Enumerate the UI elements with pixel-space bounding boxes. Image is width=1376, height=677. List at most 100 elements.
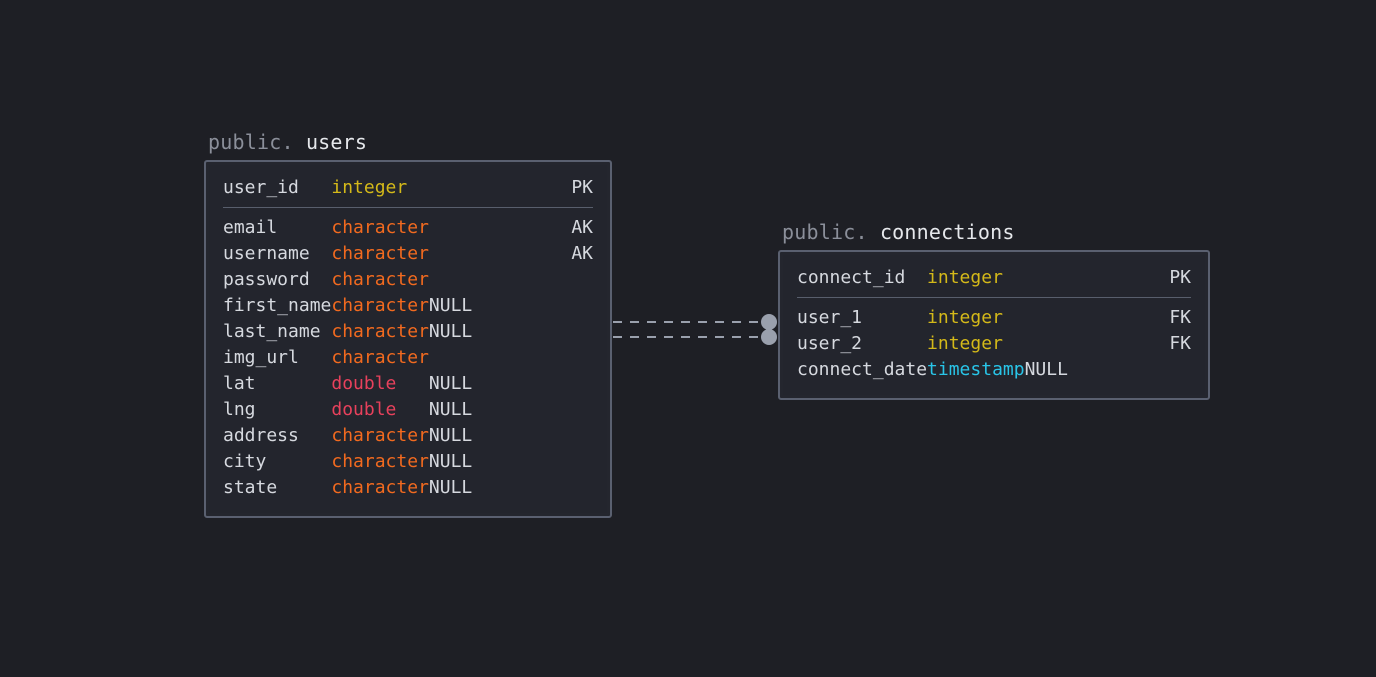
column-type: character	[331, 451, 429, 472]
relationship-users-to-connections-user_2[interactable]	[613, 329, 777, 345]
column-key	[571, 293, 593, 319]
table-row[interactable]: lng double NULL	[223, 397, 593, 423]
column-key	[571, 319, 593, 345]
column-name: city	[223, 451, 267, 472]
table-row[interactable]: username character AK	[223, 241, 593, 267]
table-row[interactable]: state character NULL	[223, 475, 593, 501]
column-type: timestamp	[927, 359, 1025, 380]
column-nullable: NULL	[428, 451, 473, 472]
table-row[interactable]: img_url character	[223, 345, 593, 371]
column-key	[1169, 357, 1191, 383]
column-nullable: NULL	[428, 295, 473, 316]
column-key	[571, 267, 593, 293]
column-key: PK	[1169, 267, 1191, 288]
separator-line	[797, 297, 1191, 298]
column-nullable	[1025, 331, 1170, 357]
column-nullable	[429, 175, 571, 207]
column-nullable	[429, 241, 571, 267]
table-row[interactable]: last_name character NULL	[223, 319, 593, 345]
column-name: connect_date	[797, 359, 928, 380]
column-type: character	[331, 347, 429, 368]
column-key	[571, 371, 593, 397]
entity-users-box: user_id integer PK email character	[204, 160, 612, 518]
column-nullable: NULL	[1024, 359, 1068, 380]
column-type: character	[331, 425, 429, 446]
column-type: integer	[927, 333, 1003, 354]
relationship-endpoint-dot	[761, 314, 777, 330]
column-name: user_id	[223, 177, 299, 198]
table-row[interactable]: first_name character NULL	[223, 293, 593, 319]
column-name: user_1	[797, 307, 863, 328]
column-key: FK	[1169, 333, 1191, 354]
column-nullable: NULL	[428, 373, 473, 394]
column-name: address	[223, 425, 299, 446]
table-row[interactable]: email character AK	[223, 215, 593, 241]
column-key: FK	[1169, 307, 1191, 328]
column-nullable	[429, 267, 571, 293]
table-row[interactable]: user_id integer PK	[223, 175, 593, 207]
column-type: double	[331, 399, 397, 420]
column-name: user_2	[797, 333, 863, 354]
table-row[interactable]: city character NULL	[223, 449, 593, 475]
column-nullable	[429, 215, 571, 241]
column-key	[571, 345, 593, 371]
column-name: img_url	[223, 347, 299, 368]
table-row[interactable]: connect_date timestamp NULL	[797, 357, 1191, 383]
pk-separator	[797, 297, 1191, 305]
column-nullable	[1025, 305, 1170, 331]
column-name: state	[223, 477, 278, 498]
entity-connections-columns: connect_id integer PK user_1 integer	[783, 255, 1205, 395]
column-key	[571, 475, 593, 501]
table-row[interactable]: connect_id integer PK	[797, 265, 1191, 297]
column-name: lat	[223, 373, 256, 394]
column-key: AK	[571, 243, 593, 264]
column-nullable: NULL	[428, 321, 473, 342]
column-name: lng	[223, 399, 256, 420]
entity-connections-title: public. connections	[778, 219, 1210, 245]
column-nullable: NULL	[428, 399, 473, 420]
column-nullable	[1025, 265, 1170, 297]
column-name: username	[223, 243, 310, 264]
column-key: PK	[571, 177, 593, 198]
column-type: integer	[927, 267, 1003, 288]
column-type: character	[331, 269, 429, 290]
column-type: character	[331, 217, 429, 238]
entity-users[interactable]: public. users user_id integer PK	[204, 129, 612, 518]
entity-connections-table-name: connections	[879, 220, 1015, 244]
column-key: AK	[571, 217, 593, 238]
entity-users-schema-prefix: public.	[208, 130, 294, 154]
column-name: email	[223, 217, 278, 238]
pk-separator	[223, 207, 593, 215]
table-row[interactable]: address character NULL	[223, 423, 593, 449]
entity-connections[interactable]: public. connections connect_id integer P…	[778, 219, 1210, 400]
table-row[interactable]: user_1 integer FK	[797, 305, 1191, 331]
column-name: connect_id	[797, 267, 906, 288]
column-name: password	[223, 269, 310, 290]
column-type: integer	[331, 177, 408, 198]
column-type: double	[331, 373, 397, 394]
table-row[interactable]: lat double NULL	[223, 371, 593, 397]
table-row[interactable]: user_2 integer FK	[797, 331, 1191, 357]
entity-connections-box: connect_id integer PK user_1 integer	[778, 250, 1210, 400]
column-type: character	[331, 295, 429, 316]
column-type: character	[331, 243, 429, 264]
column-type: character	[331, 477, 429, 498]
column-type: character	[331, 321, 429, 342]
column-key	[571, 423, 593, 449]
entity-connections-schema-prefix: public.	[782, 220, 868, 244]
table-row[interactable]: password character	[223, 267, 593, 293]
relationship-users-to-connections-user_1[interactable]	[613, 314, 777, 330]
entity-users-table-name: users	[305, 130, 368, 154]
column-key	[571, 449, 593, 475]
column-type: integer	[927, 307, 1003, 328]
relationship-endpoint-dot	[761, 329, 777, 345]
separator-line	[223, 207, 593, 208]
column-nullable: NULL	[428, 425, 473, 446]
column-nullable	[429, 345, 571, 371]
entity-users-columns: user_id integer PK email character	[209, 165, 607, 513]
column-name: last_name	[223, 321, 321, 342]
column-key	[571, 397, 593, 423]
entity-users-title: public. users	[204, 129, 612, 155]
column-name: first_name	[223, 295, 332, 316]
